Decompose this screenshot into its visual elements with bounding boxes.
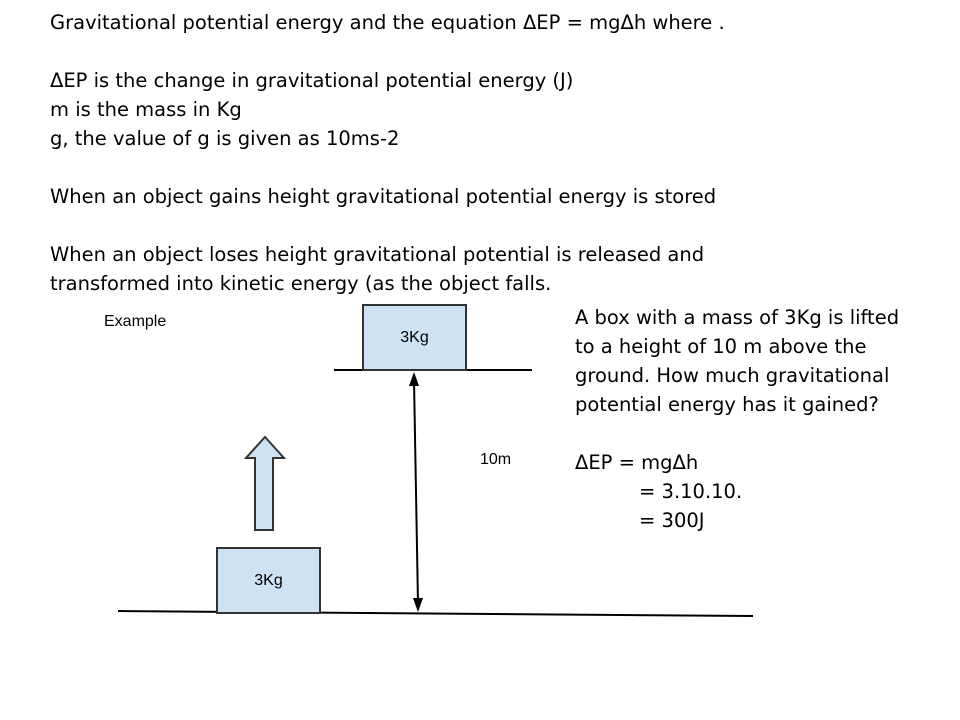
ground-line: [117, 610, 754, 617]
gain-statement: When an object gains height gravitationa…: [50, 185, 717, 208]
definition-mass: m is the mass in Kg: [50, 98, 242, 121]
box-ground: 3Kg: [216, 547, 321, 614]
box-raised-label: 3Kg: [400, 328, 429, 346]
definition-dep: ΔEP is the change in gravitational poten…: [50, 69, 574, 92]
equation: ΔEP = mgΔh: [575, 451, 699, 474]
question-line-3: ground. How much gravitational: [575, 364, 890, 387]
loss-statement-line1: When an object loses height gravitationa…: [50, 243, 705, 266]
intro-text: Gravitational potential energy and the e…: [50, 8, 930, 298]
example-label: Example: [104, 313, 167, 330]
substitution: = 3.10.10.: [639, 480, 743, 503]
height-label: 10m: [480, 451, 512, 468]
box-raised: 3Kg: [362, 304, 467, 371]
question-line-2: to a height of 10 m above the: [575, 335, 867, 358]
question-line-4: potential energy has it gained?: [575, 393, 879, 416]
lift-arrow-icon: [243, 435, 287, 531]
question-line-1: A box with a mass of 3Kg is lifted: [575, 306, 900, 329]
height-arrow: [409, 372, 423, 612]
worked-example: A box with a mass of 3Kg is lifted to a …: [575, 303, 945, 535]
answer: = 300J: [639, 509, 705, 532]
definition-g: g, the value of g is given as 10ms-2: [50, 127, 400, 150]
box-ground-label: 3Kg: [254, 571, 283, 589]
intro-title: Gravitational potential energy and the e…: [50, 11, 725, 34]
loss-statement-line2: transformed into kinetic energy (as the …: [50, 272, 552, 295]
